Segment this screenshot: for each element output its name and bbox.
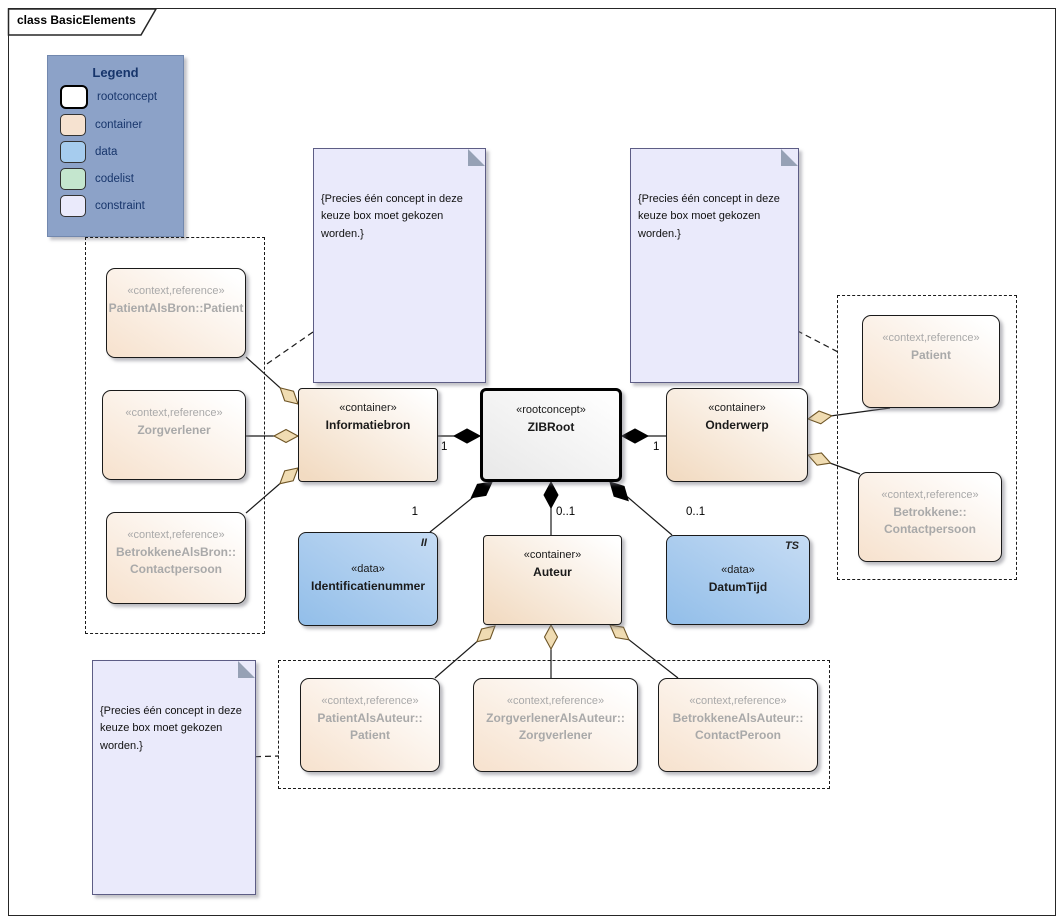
node-informatiebron[interactable]: «container» Informatiebron bbox=[298, 388, 438, 482]
node-datumtijd[interactable]: TS «data» DatumTijd bbox=[666, 535, 810, 625]
node-name: DatumTijd bbox=[708, 579, 768, 594]
node-zorgverlener[interactable]: «context,reference» Zorgverlener bbox=[102, 390, 246, 480]
node-patient[interactable]: «context,reference» Patient bbox=[862, 315, 1000, 408]
constraint-swatch-icon bbox=[60, 195, 86, 217]
boundary-auteur-choice[interactable] bbox=[278, 660, 830, 789]
legend-title: Legend bbox=[92, 65, 139, 80]
node-name: Betrokkene:: Contactpersoon bbox=[883, 505, 976, 537]
multiplicity-auteur: 0..1 bbox=[556, 506, 576, 518]
stereotype-label: «context,reference» bbox=[506, 695, 605, 707]
node-patient-als-bron[interactable]: «context,reference» PatientAlsBron::Pati… bbox=[106, 268, 246, 358]
legend-item-constraint: constraint bbox=[60, 195, 183, 217]
legend-item-container: container bbox=[60, 114, 183, 136]
constraint-note-auteur[interactable]: {Precies één concept in deze keuze box m… bbox=[92, 660, 256, 895]
node-name: Informatiebron bbox=[325, 418, 411, 432]
legend-item-codelist: codelist bbox=[60, 168, 183, 190]
multiplicity-informatiebron: 1 bbox=[441, 441, 448, 453]
note-text: {Precies één concept in deze keuze box m… bbox=[321, 192, 463, 241]
stereotype-label: «context,reference» bbox=[881, 489, 979, 501]
legend-item-data: data bbox=[60, 141, 183, 163]
note-text: {Precies één concept in deze keuze box m… bbox=[100, 704, 242, 753]
note-fold-icon bbox=[468, 149, 485, 166]
stereotype-label: «container» bbox=[708, 402, 766, 414]
node-zorgverlener-als-auteur[interactable]: «context,reference» ZorgverlenerAlsAuteu… bbox=[473, 678, 638, 772]
legend-label: container bbox=[95, 119, 143, 131]
stereotype-label: «container» bbox=[339, 402, 397, 414]
datatype-label: TS bbox=[784, 540, 799, 552]
note-fold-icon bbox=[781, 149, 798, 166]
node-onderwerp[interactable]: «container» Onderwerp bbox=[666, 388, 808, 482]
node-betrokkene-als-auteur[interactable]: «context,reference» BetrokkeneAlsAuteur:… bbox=[658, 678, 818, 772]
node-name: BetrokkeneAlsBron:: Contactpersoon bbox=[115, 545, 237, 577]
stereotype-label: «data» bbox=[721, 563, 755, 576]
diagram-title: class BasicElements bbox=[17, 13, 136, 27]
stereotype-label: «context,reference» bbox=[689, 695, 787, 707]
constraint-note-onderwerp[interactable]: {Precies één concept in deze keuze box m… bbox=[630, 148, 799, 383]
boundary-bron-choice[interactable] bbox=[85, 237, 265, 634]
multiplicity-datumtijd: 0..1 bbox=[686, 506, 706, 518]
legend-item-rootconcept: rootconcept bbox=[60, 85, 183, 109]
node-zibroot[interactable]: «rootconcept» ZIBRoot bbox=[480, 388, 622, 482]
legend-label: rootconcept bbox=[97, 91, 158, 103]
node-name: ZorgverlenerAlsAuteur:: Zorgverlener bbox=[486, 711, 625, 743]
node-name: Auteur bbox=[533, 565, 572, 579]
note-text: {Precies één concept in deze keuze box m… bbox=[638, 192, 780, 241]
stereotype-label: «context,reference» bbox=[321, 695, 419, 707]
data-swatch-icon bbox=[60, 141, 86, 163]
boundary-onderwerp-choice[interactable] bbox=[837, 295, 1017, 580]
datatype-label: II bbox=[420, 537, 427, 549]
stereotype-label: «rootconcept» bbox=[516, 404, 586, 416]
codelist-swatch-icon bbox=[60, 168, 86, 190]
stereotype-label: «data» bbox=[351, 562, 385, 575]
stereotype-label: «context,reference» bbox=[127, 529, 225, 541]
legend[interactable]: Legend rootconcept container data codeli… bbox=[47, 55, 184, 237]
stereotype-label: «context,reference» bbox=[125, 407, 223, 419]
container-swatch-icon bbox=[60, 114, 86, 136]
multiplicity-identificatienummer: 1 bbox=[411, 506, 418, 518]
legend-label: constraint bbox=[95, 200, 145, 212]
multiplicity-onderwerp: 1 bbox=[653, 441, 660, 453]
node-betrokkene-als-bron[interactable]: «context,reference» BetrokkeneAlsBron:: … bbox=[106, 512, 246, 604]
constraint-note-bron[interactable]: {Precies één concept in deze keuze box m… bbox=[313, 148, 486, 383]
node-patient-als-auteur[interactable]: «context,reference» PatientAlsAuteur:: P… bbox=[300, 678, 440, 772]
node-name: ZIBRoot bbox=[527, 420, 575, 434]
node-name: Identificatienummer bbox=[310, 578, 426, 593]
node-name: PatientAlsBron::Patient bbox=[108, 301, 244, 315]
node-betrokkene-contactpersoon[interactable]: «context,reference» Betrokkene:: Contact… bbox=[858, 472, 1002, 562]
rootconcept-swatch-icon bbox=[60, 85, 88, 109]
stereotype-label: «container» bbox=[523, 549, 582, 561]
note-fold-icon bbox=[238, 661, 255, 678]
node-name: PatientAlsAuteur:: Patient bbox=[317, 711, 423, 743]
legend-label: data bbox=[95, 146, 118, 158]
stereotype-label: «context,reference» bbox=[882, 332, 980, 344]
node-identificatienummer[interactable]: II «data» Identificatienummer bbox=[298, 532, 438, 626]
node-name: Patient bbox=[910, 348, 951, 362]
legend-label: codelist bbox=[95, 173, 134, 185]
node-auteur[interactable]: «container» Auteur bbox=[483, 535, 622, 625]
stereotype-label: «context,reference» bbox=[127, 285, 225, 297]
node-name: Zorgverlener bbox=[137, 423, 211, 437]
node-name: Onderwerp bbox=[705, 418, 769, 432]
node-name: BetrokkeneAlsAuteur:: ContactPeroon bbox=[672, 711, 804, 743]
